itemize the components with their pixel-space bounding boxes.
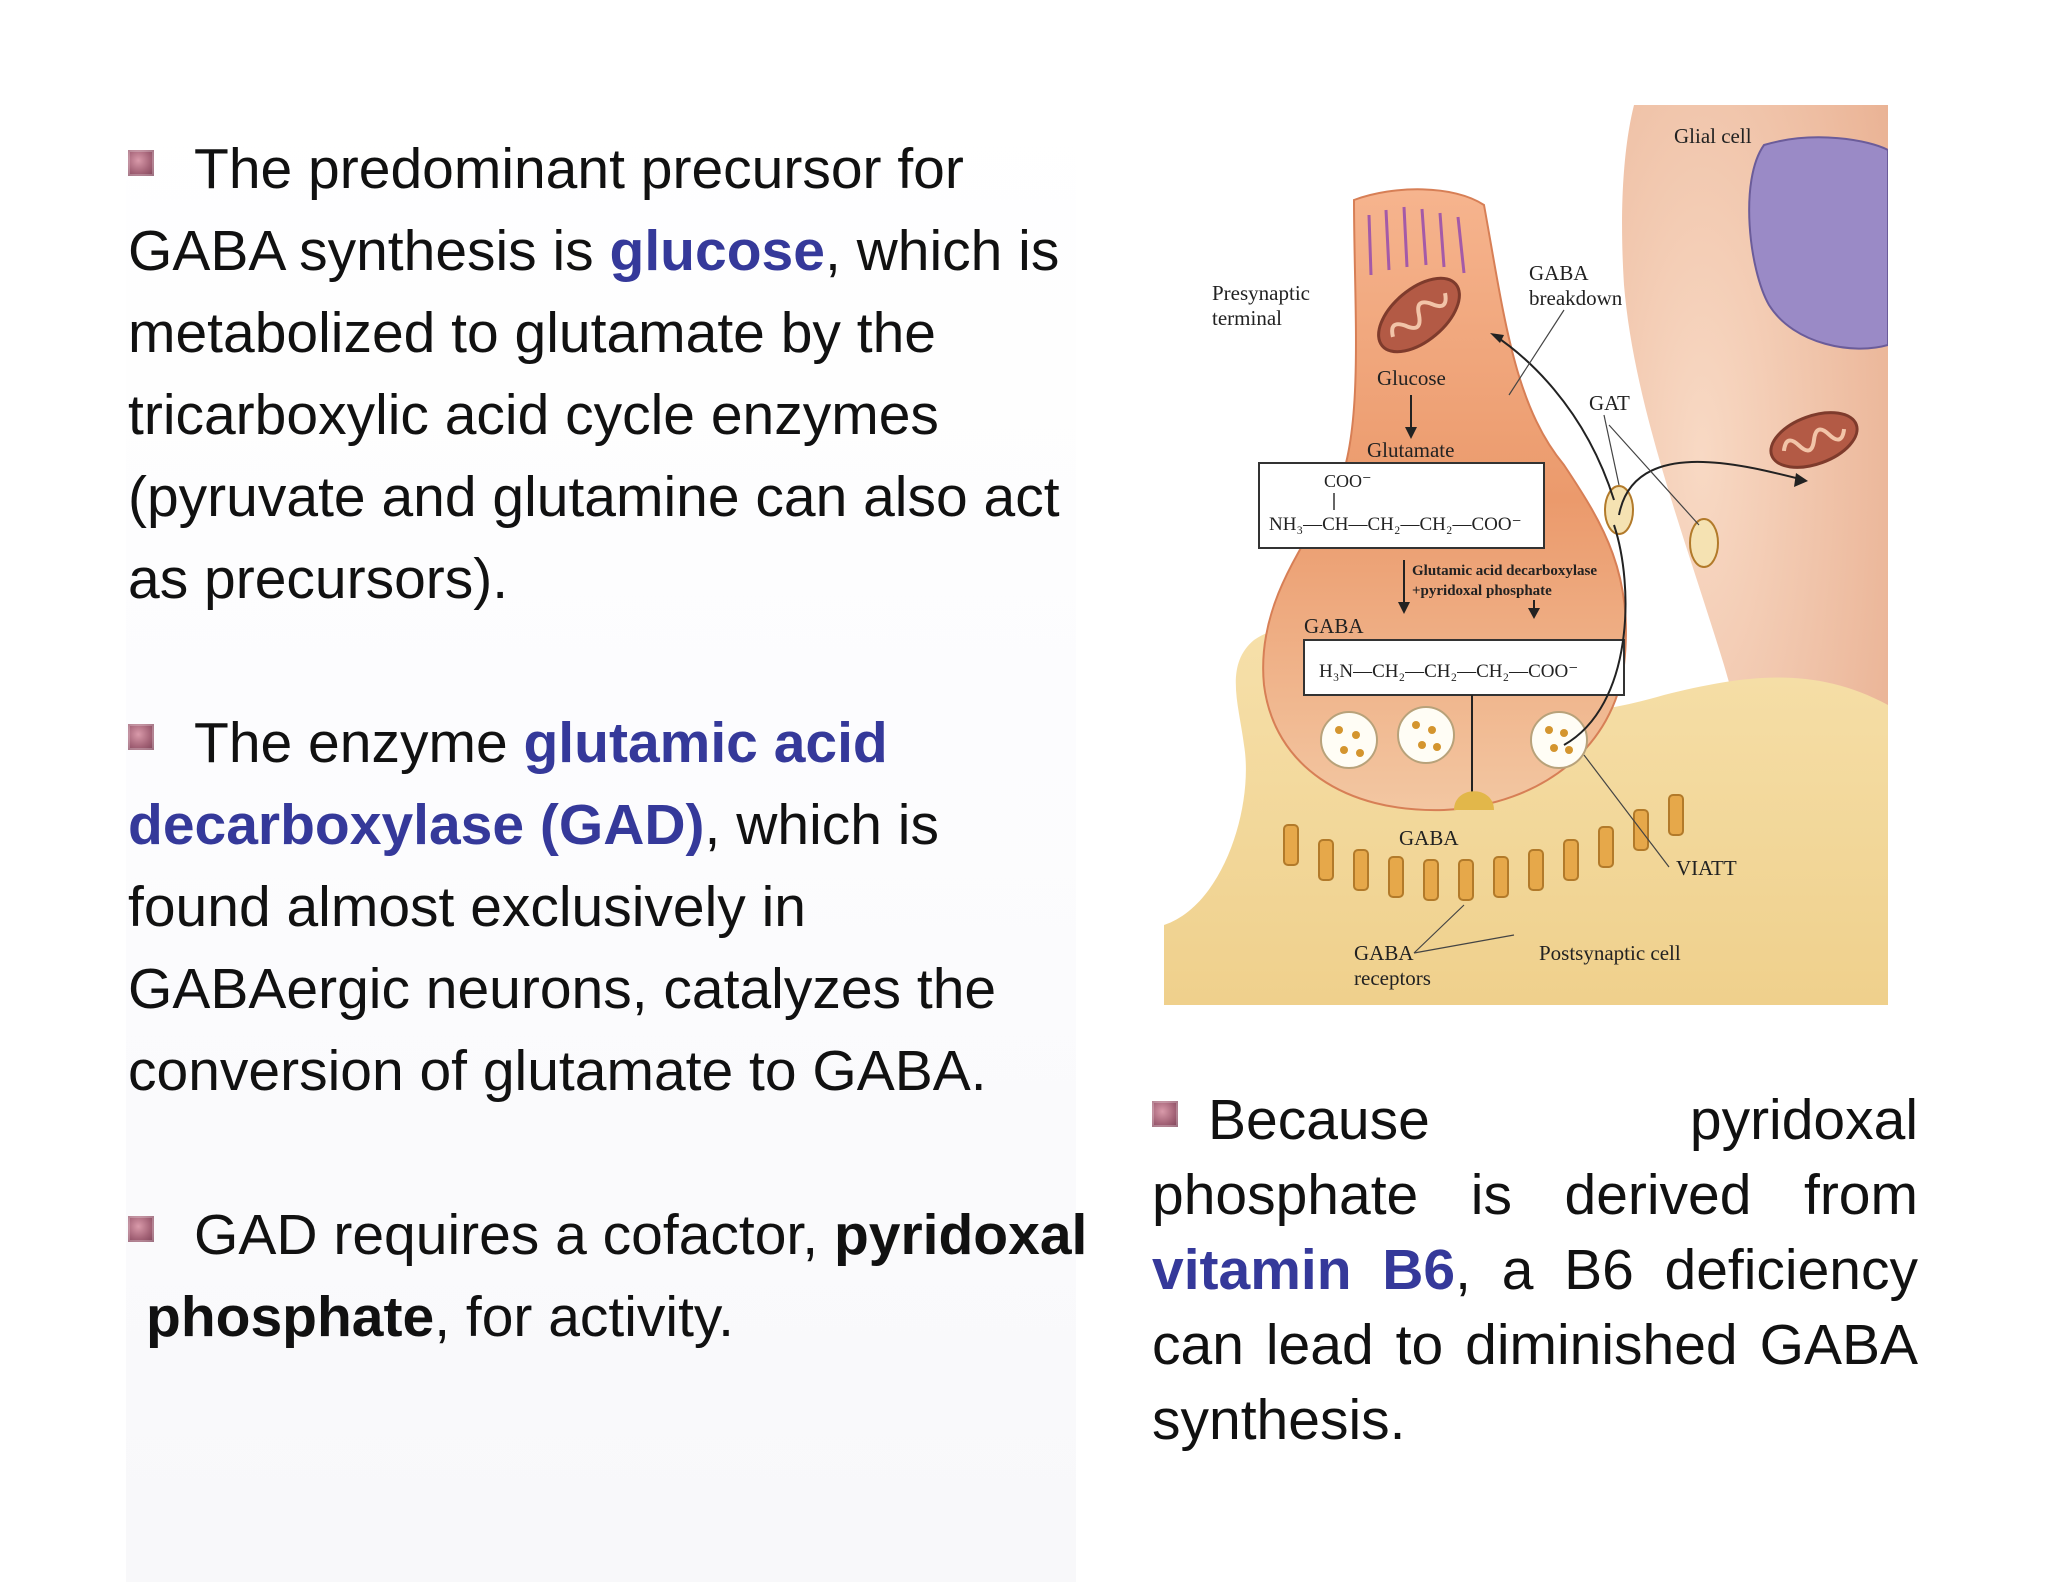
bullet-icon <box>1152 1101 1178 1127</box>
bullet-icon <box>128 150 154 176</box>
label-glutamate: Glutamate <box>1367 438 1454 462</box>
bullet-icon <box>128 1216 154 1242</box>
glutamate-formula: NH₃—CH—CH₂—CH₂—COO⁻ <box>1269 514 1522 535</box>
p2-highlight: glutamic acid decarboxylase (GAD) <box>128 711 888 857</box>
paragraph-cofactor: GAD requires a cofactor, pyridoxal phosp… <box>128 1194 1088 1358</box>
gat-transporter <box>1604 485 1719 568</box>
gaba-formula-box <box>1303 639 1625 696</box>
label-gaba-breakdown-1: GABA <box>1529 261 1589 285</box>
gaba-formula: H₃N—CH₂—CH₂—CH₂—COO⁻ <box>1319 661 1578 682</box>
p3-text-a: GAD requires a cofactor, <box>194 1203 834 1267</box>
label-glial-cell: Glial cell <box>1674 124 1752 148</box>
label-presynaptic-1: Presynaptic <box>1212 281 1310 305</box>
left-text-column: The predominant precursor for GABA synth… <box>128 128 1088 1440</box>
label-gaba-receptors-2: receptors <box>1354 966 1431 990</box>
right-text-b: , a B6 deficiency can lead to diminished… <box>1152 1238 1918 1452</box>
right-text-a: Because pyridoxal phosphate is derived f… <box>1152 1088 1918 1227</box>
p3-text-b: , for activity. <box>434 1285 735 1349</box>
p1-text-b: , which is metabolized to glutamate by t… <box>128 219 1060 611</box>
label-gat: GAT <box>1589 391 1630 415</box>
presynaptic-mitochondrion <box>1377 276 1461 354</box>
label-glucose: Glucose <box>1377 366 1446 390</box>
paragraph-glucose: The predominant precursor for GABA synth… <box>128 128 1088 620</box>
label-gaba: GABA <box>1304 614 1364 638</box>
glial-nucleus <box>1748 136 1889 350</box>
slide-shading <box>126 90 1076 1582</box>
label-presynaptic-2: terminal <box>1212 306 1282 330</box>
gaba-synapse-diagram: Presynaptic terminal Glial cell GABA bre… <box>1164 105 1889 1005</box>
label-viatt: VIATT <box>1676 856 1737 880</box>
bullet-icon <box>128 724 154 750</box>
label-enzyme-1: Glutamic acid decarboxylase <box>1412 563 1597 579</box>
paragraph-gad: The enzyme glutamic acid decarboxylase (… <box>128 702 1088 1112</box>
p2-text-a: The enzyme <box>194 711 524 775</box>
p1-highlight: glucose <box>609 219 825 283</box>
glutamate-coo: COO⁻ <box>1324 471 1372 491</box>
label-gaba-breakdown-2: breakdown <box>1529 286 1623 310</box>
glutamate-formula-box <box>1258 462 1545 549</box>
right-highlight: vitamin B6 <box>1152 1238 1456 1302</box>
label-gaba-receptors-1: GABA <box>1354 941 1414 965</box>
p1-text-a: The predominant precursor for GABA synth… <box>128 137 964 283</box>
p3-bold: pyridoxal phosphate <box>146 1203 1088 1349</box>
label-enzyme-2: +pyridoxal phosphate <box>1412 583 1552 599</box>
p2-text-b: , which is found almost exclusively in G… <box>128 793 997 1103</box>
glial-mitochondrion <box>1769 411 1859 469</box>
label-gaba-cleft: GABA <box>1399 826 1459 850</box>
right-text-column: Because pyridoxal phosphate is derived f… <box>1152 1083 1918 1458</box>
label-postsynaptic: Postsynaptic cell <box>1539 941 1681 965</box>
